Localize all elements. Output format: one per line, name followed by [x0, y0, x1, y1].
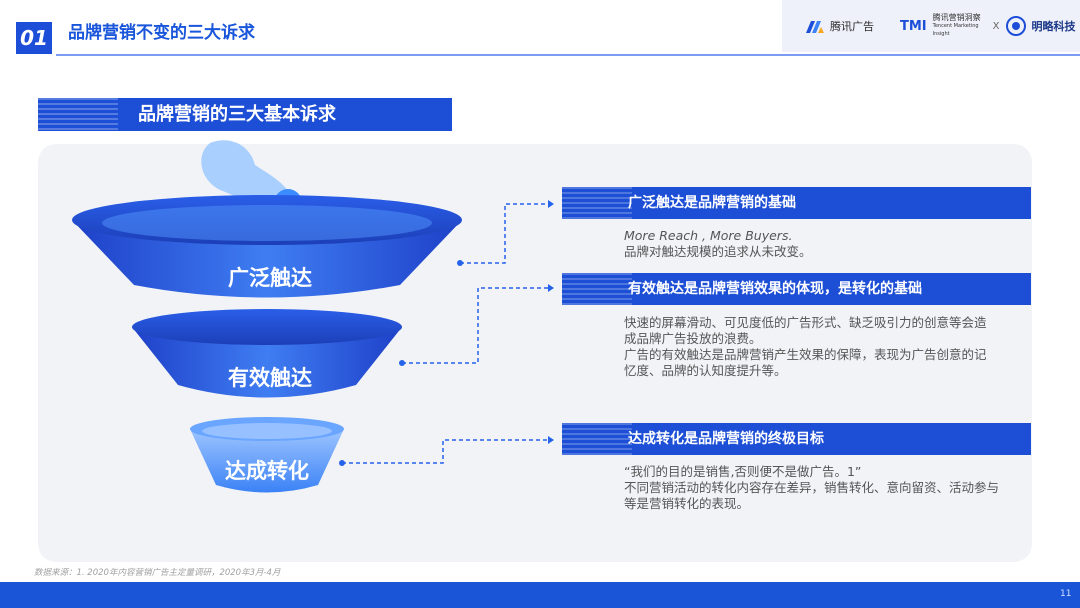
connector-1: [460, 204, 548, 263]
card-3-line-1: “我们的目的是销售,否则便不是做广告。1”: [624, 464, 999, 480]
card-3-stripes: [562, 423, 632, 455]
footer-bar: [0, 582, 1080, 608]
card-3-body: “我们的目的是销售,否则便不是做广告。1” 不同营销活动的转化内容存在差异，销售…: [624, 464, 999, 512]
connector-2: [402, 288, 548, 363]
card-2-line-1: 快速的屏幕滑动、可见度低的广告形式、缺乏吸引力的创意等会造: [624, 315, 987, 331]
arrow-1-icon: [548, 200, 554, 208]
card-3-line-3: 等是营销转化的表现。: [624, 496, 999, 512]
card-3-title: 达成转化是品牌营销的终极目标: [628, 423, 824, 455]
card-2-line-3: 广告的有效触达是品牌营销产生效果的保障，表现为广告创意的记: [624, 347, 987, 363]
page-number: 11: [1060, 589, 1071, 599]
connector-3: [342, 440, 548, 463]
card-1-line-1: More Reach , More Buyers.: [624, 228, 812, 244]
arrow-3-icon: [548, 436, 554, 444]
card-1-title: 广泛触达是品牌营销的基础: [628, 187, 796, 219]
data-source-note: 数据来源：1. 2020年内容营销广告主定量调研，2020年3月-4月: [34, 566, 280, 578]
connector-dot-1: [457, 260, 463, 266]
card-1-body: More Reach , More Buyers. 品牌对触达规模的追求从未改变…: [624, 228, 812, 260]
connector-dot-2: [399, 360, 405, 366]
card-2-body: 快速的屏幕滑动、可见度低的广告形式、缺乏吸引力的创意等会造 成品牌广告投放的浪费…: [624, 315, 987, 379]
connector-dot-3: [339, 460, 345, 466]
card-2-line-4: 忆度、品牌的认知度提升等。: [624, 363, 987, 379]
arrow-2-icon: [548, 284, 554, 292]
card-2-line-2: 成品牌广告投放的浪费。: [624, 331, 987, 347]
card-1-line-2: 品牌对触达规模的追求从未改变。: [624, 244, 812, 260]
card-2-title: 有效触达是品牌营销效果的体现，是转化的基础: [628, 273, 922, 305]
card-3-line-2: 不同营销活动的转化内容存在差异，销售转化、意向留资、活动参与: [624, 480, 999, 496]
card-1-stripes: [562, 187, 632, 219]
card-2-stripes: [562, 273, 632, 305]
